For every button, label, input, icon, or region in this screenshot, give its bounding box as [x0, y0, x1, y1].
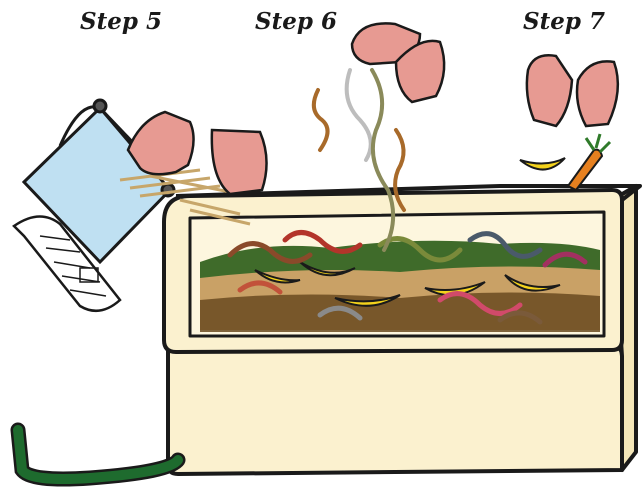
glove-icon: [527, 55, 618, 126]
banana-icon: [520, 158, 565, 170]
carrot-icon: [568, 134, 610, 190]
bin-lower-box: [168, 346, 622, 474]
glove-icon: [352, 23, 444, 102]
hose-icon: [18, 430, 178, 479]
